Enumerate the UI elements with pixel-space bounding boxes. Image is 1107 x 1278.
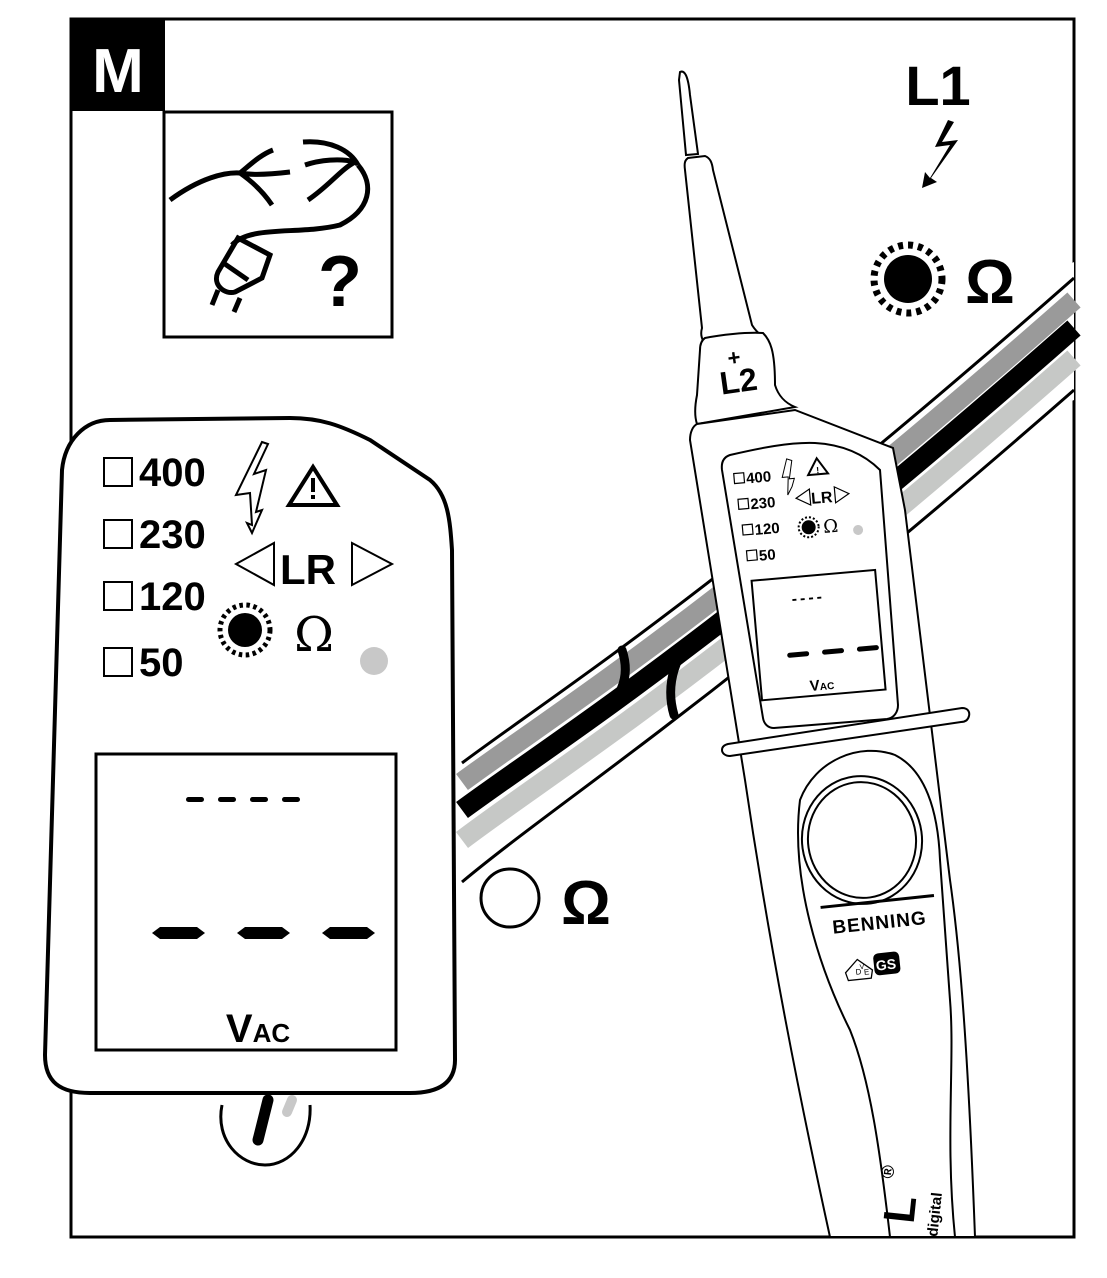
warning-triangle-icon [285,463,341,507]
svg-text:E: E [863,967,869,977]
mini-lcd-unit: VAC [809,676,835,695]
mini-lr-label: LR [811,489,834,508]
lr-label: LR [280,546,336,593]
mini-lightning-icon [781,458,796,496]
model-suffix: L [875,1194,927,1226]
svg-text:400: 400 [139,451,206,495]
l1-label: L1 [905,54,970,117]
gray-indicator [360,647,388,675]
probe-wire-2 [666,630,705,720]
cable-outline-bottom [461,388,1075,884]
plug-icon [209,234,274,313]
broken-cable-icon [168,139,371,247]
mini-voltage-230: 230 [750,494,776,513]
mini-lcd-top-segments: ---- [791,588,826,608]
voltage-level-50: 50 [103,641,184,685]
model-variant: digital [924,1192,946,1238]
voltage-level-400: 400 [103,451,206,495]
panel-led-icon [217,602,273,658]
probe-shaft [683,154,766,347]
lcd-display: VAC [94,752,398,1052]
tester-mini-panel: 400 230 120 50 ! LR Ω [733,456,864,565]
cable-stripe-black [456,320,1081,819]
ohm-symbol-lit: Ω [965,248,1015,317]
mini-gray-indicator [853,524,864,535]
lcd-top-segments [186,797,300,802]
certification-marks: D V E GS [844,951,901,982]
test-button [800,775,924,905]
right-arrow-icon [351,541,395,587]
lightning-outline-icon [234,440,270,536]
tester-device: + L2 400 230 120 50 ! LR [677,70,977,1238]
mini-voltage-50: 50 [758,546,776,564]
checkbox-icon [103,581,133,611]
mini-voltage-120: 120 [754,520,780,539]
voltage-level-120: 120 [103,575,206,619]
mini-left-arrow-icon [794,487,812,506]
probe-tip [677,70,700,157]
mini-voltage-400: 400 [745,468,771,487]
model-name: ® L digital [875,1164,946,1238]
probe-wire-1 [595,645,630,720]
led-off-icon [479,867,541,929]
svg-text:50: 50 [139,641,184,685]
ohm-symbol-unlit: Ω [561,869,611,938]
vde-mark-icon: D V E [844,958,874,982]
panel-ohm-symbol: Ω [294,607,334,663]
tester-mini-lcd: ---- VAC [750,568,887,702]
cable-stripe-gray [456,292,1081,791]
led-on-icon [870,241,946,317]
second-tester-button [219,1094,312,1167]
led-unlit-indicator: Ω [479,867,611,938]
mini-warning-icon [806,456,830,477]
svg-text:!: ! [816,465,820,475]
svg-text:V: V [859,964,865,971]
magnified-display-panel: 400 230 120 50 LR [42,415,458,1095]
lcd-unit-label: VAC [226,1007,290,1051]
lightning-arrow-icon [922,120,958,188]
svg-text:230: 230 [139,513,206,557]
step-badge: M [71,19,165,111]
checkbox-icon [103,647,133,677]
led-lit-indicator: Ω [870,241,1015,317]
svg-text:120: 120 [139,575,206,619]
l2-label: L2 [717,361,759,402]
voltage-level-list: 400 230 120 50 [103,451,206,685]
mini-ohm-symbol: Ω [822,516,839,538]
registered-mark: ® [877,1164,898,1179]
step-label: M [92,37,144,106]
mini-voltage-list: 400 230 120 50 [733,468,780,565]
svg-text:D: D [855,967,862,977]
cable-outline-top [461,276,1075,765]
lcd-main-segments [152,927,375,939]
mini-lcd-main-segments [787,645,879,658]
finger-guard [720,706,971,758]
voltage-level-230: 230 [103,513,206,557]
svg-text:GS: GS [875,956,897,974]
checkbox-icon [103,457,133,487]
mini-right-arrow-icon [833,485,851,504]
left-arrow-icon [233,541,275,587]
plus-sign: + [726,344,742,371]
hint-icon-box: ? [162,110,394,339]
question-mark: ? [318,242,362,322]
checkbox-icon [103,519,133,549]
gs-mark-icon: GS [873,951,901,976]
mini-led-icon [797,516,820,539]
